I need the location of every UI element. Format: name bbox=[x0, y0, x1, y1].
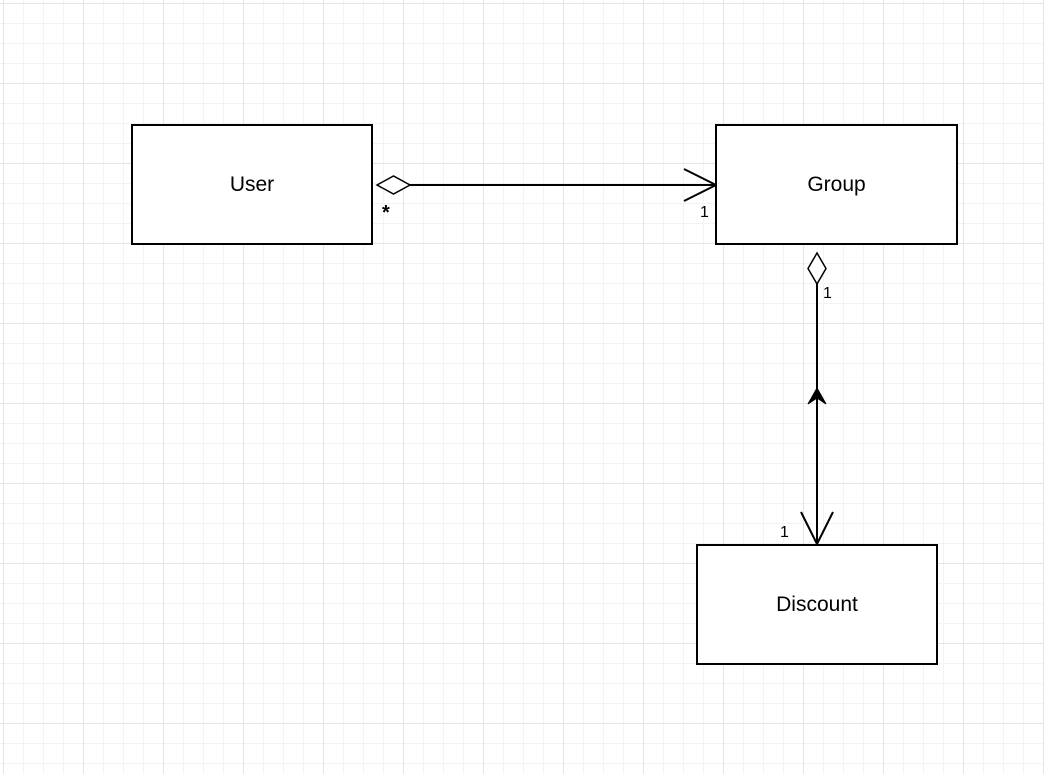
class-name-discount: Discount bbox=[776, 592, 858, 616]
multiplicity-user-end: * bbox=[382, 202, 390, 224]
class-box-discount[interactable]: Discount bbox=[696, 544, 938, 665]
class-box-user[interactable]: User bbox=[131, 124, 373, 245]
midpoint-arrow-icon bbox=[807, 386, 827, 405]
aggregation-diamond-icon bbox=[807, 251, 827, 286]
aggregation-diamond-icon bbox=[375, 175, 412, 195]
multiplicity-group-end: 1 bbox=[700, 204, 709, 221]
multiplicity-discount-end: 1 bbox=[780, 524, 789, 541]
association-group-discount[interactable] bbox=[800, 251, 834, 547]
class-name-group: Group bbox=[807, 172, 866, 196]
class-name-user: User bbox=[229, 172, 275, 196]
class-box-group[interactable]: Group bbox=[715, 124, 958, 245]
association-user-group[interactable] bbox=[375, 168, 719, 202]
multiplicity-group-bottom: 1 bbox=[823, 285, 832, 302]
